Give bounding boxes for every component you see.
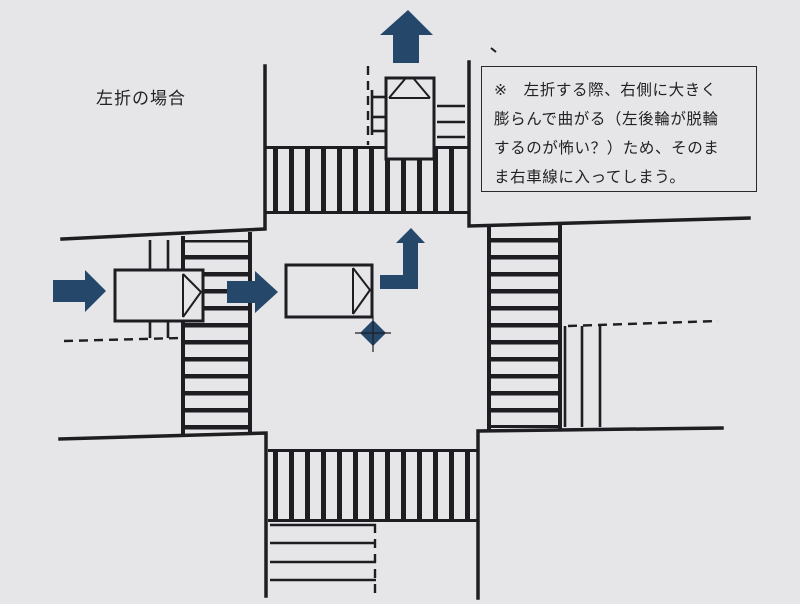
road-edge-top-right xyxy=(467,60,751,228)
note-line: するのが怖い？）ため、そのま xyxy=(494,139,720,157)
road-edge-bottom-right xyxy=(476,426,724,600)
road-edges xyxy=(58,60,751,600)
arrow-right-icon xyxy=(53,270,106,312)
crosswalk-west xyxy=(181,232,252,435)
road-edge-bottom-left xyxy=(58,431,268,598)
diagram-title: 左折の場合 xyxy=(96,89,186,109)
arrow-up-icon xyxy=(380,10,433,63)
center-line-east xyxy=(567,319,719,328)
note-line: 膨らんで曲がる（左後輪が脱輪 xyxy=(494,110,719,128)
stray-mark xyxy=(490,47,497,53)
crosshair-marker-icon xyxy=(355,315,391,352)
car-icon xyxy=(384,76,436,161)
car-icon xyxy=(284,263,374,319)
car-icon xyxy=(113,268,205,323)
crosswalk-east xyxy=(487,224,562,430)
arrow-turn-up-icon xyxy=(380,228,425,289)
crosswalk-south xyxy=(268,449,478,522)
note-line: ※ 左折する際、右側に大きく xyxy=(494,81,717,99)
arrow-right-icon xyxy=(227,271,278,313)
road-edge-top-left xyxy=(60,64,267,241)
lane-marks xyxy=(148,90,602,582)
center-lines xyxy=(63,66,719,596)
note-box: ※ 左折する際、右側に大きく 膨らんで曲がる（左後輪が脱輪 するのが怖い？）ため… xyxy=(481,66,757,192)
note-line: ま右車線に入ってしまう。 xyxy=(494,168,686,186)
crosswalk-north xyxy=(266,146,468,214)
center-line-west xyxy=(63,336,183,343)
